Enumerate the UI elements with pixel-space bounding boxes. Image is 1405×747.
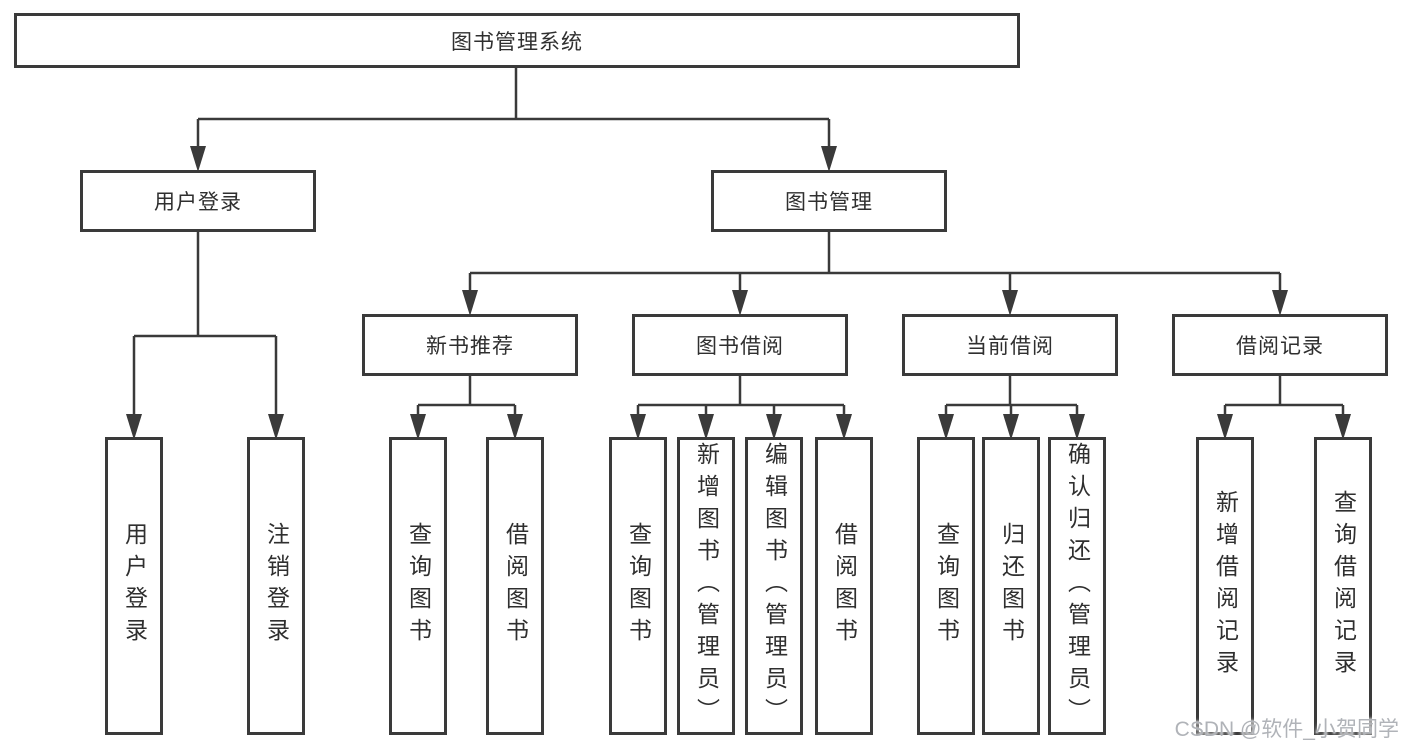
leaf-query-books: 查询图书 <box>917 437 975 735</box>
leaf-edit-books-admin: 编辑图书（管理员） <box>745 437 803 735</box>
leaf-label: 归还图书 <box>998 522 1025 650</box>
node-book-borrowing: 图书借阅 <box>632 314 848 376</box>
leaf-label: 查询借阅记录 <box>1330 490 1357 682</box>
leaf-label: 查询图书 <box>933 522 960 650</box>
node-book-management-branch: 图书管理 <box>711 170 947 232</box>
node-label: 图书管理系统 <box>451 30 583 54</box>
csdn-watermark: CSDN @软件_小贺同学 <box>1174 718 1399 741</box>
leaf-label: 借阅图书 <box>831 522 858 650</box>
leaf-label: 借阅图书 <box>502 522 529 650</box>
leaf-label: 用户登录 <box>121 522 148 650</box>
leaf-query-books: 查询图书 <box>609 437 667 735</box>
node-label: 图书借阅 <box>696 335 784 358</box>
node-label: 借阅记录 <box>1236 335 1324 358</box>
node-label: 用户登录 <box>154 191 242 214</box>
leaf-label: 查询图书 <box>625 522 652 650</box>
leaf-add-books-admin: 新增图书（管理员） <box>677 437 735 735</box>
leaf-label: 确认归还（管理员） <box>1064 442 1091 730</box>
node-current-borrowing: 当前借阅 <box>902 314 1118 376</box>
node-borrowing-records: 借阅记录 <box>1172 314 1388 376</box>
leaf-confirm-return-admin: 确认归还（管理员） <box>1048 437 1106 735</box>
node-root-library-system: 图书管理系统 <box>14 13 1020 68</box>
leaf-label: 查询图书 <box>405 522 432 650</box>
leaf-label: 编辑图书（管理员） <box>761 442 788 730</box>
node-label: 新书推荐 <box>426 335 514 358</box>
leaf-query-books: 查询图书 <box>389 437 447 735</box>
node-label: 当前借阅 <box>966 335 1054 358</box>
node-new-book-recommendation: 新书推荐 <box>362 314 578 376</box>
leaf-query-borrow-record: 查询借阅记录 <box>1314 437 1372 735</box>
arrow-icon <box>1272 290 1288 316</box>
arrow-icon <box>462 290 478 316</box>
arrow-icon <box>190 146 206 172</box>
node-label: 图书管理 <box>785 191 873 214</box>
leaf-return-books: 归还图书 <box>982 437 1040 735</box>
leaf-logout: 注销登录 <box>247 437 305 735</box>
arrow-icon <box>821 146 837 172</box>
leaf-user-login: 用户登录 <box>105 437 163 735</box>
leaf-borrow-books: 借阅图书 <box>486 437 544 735</box>
arrow-icon <box>732 290 748 316</box>
leaf-label: 新增借阅记录 <box>1212 490 1239 682</box>
leaf-label: 新增图书（管理员） <box>693 442 720 730</box>
node-user-login-branch: 用户登录 <box>80 170 316 232</box>
leaf-label: 注销登录 <box>263 522 290 650</box>
leaf-borrow-books: 借阅图书 <box>815 437 873 735</box>
arrow-icon <box>1002 290 1018 316</box>
leaf-add-borrow-record: 新增借阅记录 <box>1196 437 1254 735</box>
